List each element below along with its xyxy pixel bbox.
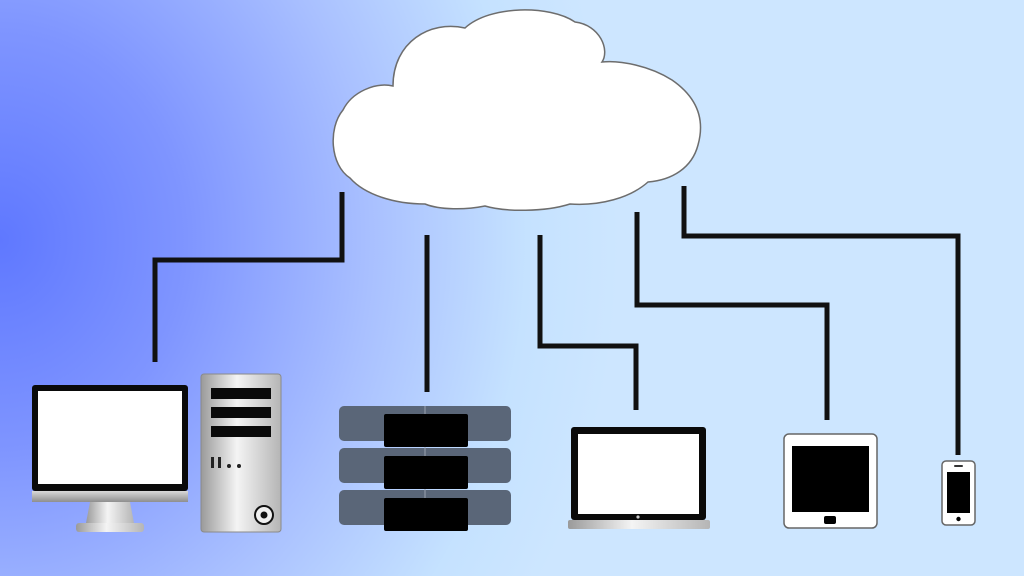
connector-laptop: [537, 235, 639, 410]
connector-desktop: [152, 192, 345, 362]
tablet-icon: [783, 433, 878, 529]
laptop-icon: [568, 427, 710, 529]
connector-lines: [152, 186, 961, 455]
pc-tower-icon: [200, 373, 282, 533]
smartphone-icon: [941, 460, 976, 526]
server-stack-icon: [339, 406, 511, 531]
cloud-icon: [332, 9, 702, 211]
connector-tablet: [634, 212, 830, 420]
connector-phone: [681, 186, 961, 455]
monitor-icon: [32, 385, 188, 532]
